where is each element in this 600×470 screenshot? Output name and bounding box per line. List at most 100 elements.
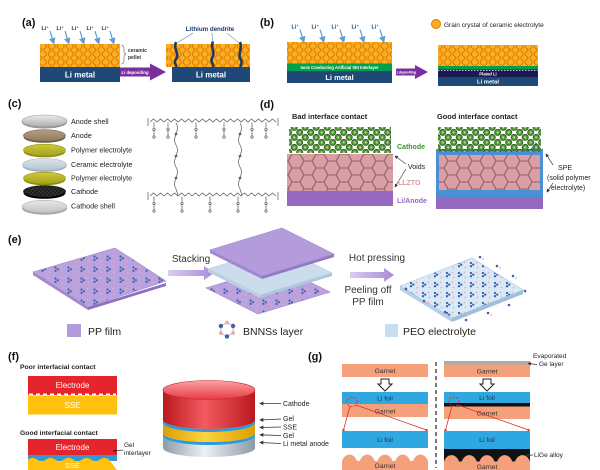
garnet-bar [444,406,530,419]
garnet-ge-column: Garnet Li foil Garnet Li foil Garnet [444,361,530,470]
garnet-label: Garnet [375,368,396,375]
peo-bnns-composite-sheet [399,255,527,322]
garnet-label: Garnet [477,464,498,470]
cyl-li-metal-anode [163,436,255,457]
cathode-particles [289,127,391,153]
down-arrow-icon [478,378,496,392]
cyl-sse-label: SSE [283,425,297,432]
lige-alloy-label: LiGe alloy [534,452,564,459]
disc-polymer-electrolyte-top [23,143,66,157]
panel-b-label: (b) [260,17,274,29]
li-anode-bar [287,191,393,206]
cyl-gel-top-label: Gel [283,416,294,423]
evaporated-ge-arrow [527,362,538,366]
li-metal-bar [172,67,250,82]
panel-e-legend: PP film BNNSs layer PEO electrolyte [67,320,476,339]
garnet-rough-surface [444,455,530,470]
li-metal-label: Li metal [196,71,226,80]
li-foil-zoom-bar [444,431,530,449]
cyl-sse [163,423,255,442]
plated-li-bar [438,69,538,77]
panel-a: (a) Li⁺ Li⁺ Li⁺ Li⁺ Li⁺ Li metal ceramic… [22,17,250,82]
li-ion-label: Li⁺ [56,25,64,32]
voids-label: Voids [408,164,426,171]
gel-interlayer-label-2: interlayer [124,450,152,457]
li-ion-label: Li⁺ [41,25,49,32]
ceramic-pellet-grains-dendrite [166,44,250,67]
panel-d: (d) Bad interface contact Good interface… [260,99,591,209]
cylinder-label-arrows [259,401,282,445]
li-anode-label: Li/Anode [397,198,427,205]
llzto-label: LLZTO [398,180,421,187]
li-metal-label: Li metal [65,71,95,80]
li-anode-bar [436,197,543,209]
sse-box-poor [28,395,117,415]
panel-a-label: (a) [22,17,36,29]
disc-anode-shell [21,114,68,128]
li-ion-label: Li⁺ [86,25,94,32]
disc-labels: Anode shell Anode Polymer electrolyte Ce… [71,117,133,211]
cell-layer-discs [21,114,68,215]
llzto-hexagons [439,155,540,190]
lige-thin-strip [444,403,530,407]
cylinder-labels: Cathode Gel SSE Gel Li metal anode [283,401,329,448]
cyl-gel-bottom [163,433,255,445]
garnet-label: Garnet [375,463,396,470]
stack-pp-sheet [209,227,335,277]
ceramic-grains [287,42,392,64]
peo-legend-label: PEO electrolyte [403,326,476,338]
li-ion-label: Li⁺ [291,24,299,31]
voids-arrows [394,155,407,188]
stacking-arrow [168,266,214,280]
garnet-label: Garnet [477,369,498,376]
magnify-lines [342,404,428,431]
cyl-li-anode-label: Li metal anode [283,441,329,448]
garnet-label: Garnet [375,409,396,416]
panel-f: (f) Poor interfacial contact Electrode S… [8,351,329,470]
panel-f-label: (f) [8,351,19,363]
li-metal-bar [287,71,392,83]
ge-layer-strip [444,361,530,365]
li-ion-flux-left: Li⁺ Li⁺ Li⁺ Li⁺ Li⁺ [41,25,116,45]
magnify-circle [346,397,358,407]
li-ion-label: Li⁺ [101,25,109,32]
panel-c-label: (c) [8,98,22,110]
cathode-particles [438,127,541,152]
layer-label-cathode: Cathode [71,187,98,196]
li-foil-bar [444,392,530,403]
li-ion-label: Li⁺ [371,24,379,31]
electrode-box-good [28,439,117,456]
pendant-groups-bottom [152,196,268,213]
sei-interlayer-label: Ionic Conducting Artificial SEI Interlay… [300,65,379,70]
panel-g-label: (g) [308,351,322,363]
spe-label-3: electrolyte) [551,185,585,192]
li-metal-label: Li metal [325,73,353,82]
dendrites [173,40,243,68]
li-metal-label: Li metal [477,80,499,86]
disc-polymer-electrolyte-bottom [23,171,66,185]
layer-label-cathode-shell: Cathode shell [71,202,115,211]
layer-label-polymer-electrolyte-top: Polymer electrolyte [71,146,132,155]
plated-li-label: Plated Li [479,72,496,77]
li-depositing-label: Li depositing [395,71,417,75]
bad-contact-diagram [287,127,393,206]
disc-cathode-shell [21,200,68,214]
li-ion-label: Li⁺ [331,24,339,31]
disc-ceramic-electrolyte [22,158,67,171]
gel-interlayer-arrow [112,448,124,453]
grain-legend-label: Grain crystal of ceramic electrolyte [444,22,544,29]
pp-film-swatch [67,324,81,337]
li-depositing-label: Li depositing [121,70,149,75]
li-depositing-arrow [120,63,166,81]
garnet-bar [342,364,428,377]
spe-label-1: SPE [558,165,572,172]
hot-pressing-arrow [350,268,394,282]
pp-bnns-sheet [32,247,167,310]
ceramic-pellet-label-2: pellet [128,55,141,61]
edge-bnns-clusters [404,255,527,322]
garnet-bar [444,364,530,377]
hot-pressing-label: Hot pressing [349,253,405,264]
crosslink-chains [174,122,243,196]
grain-legend-icon [431,19,441,29]
